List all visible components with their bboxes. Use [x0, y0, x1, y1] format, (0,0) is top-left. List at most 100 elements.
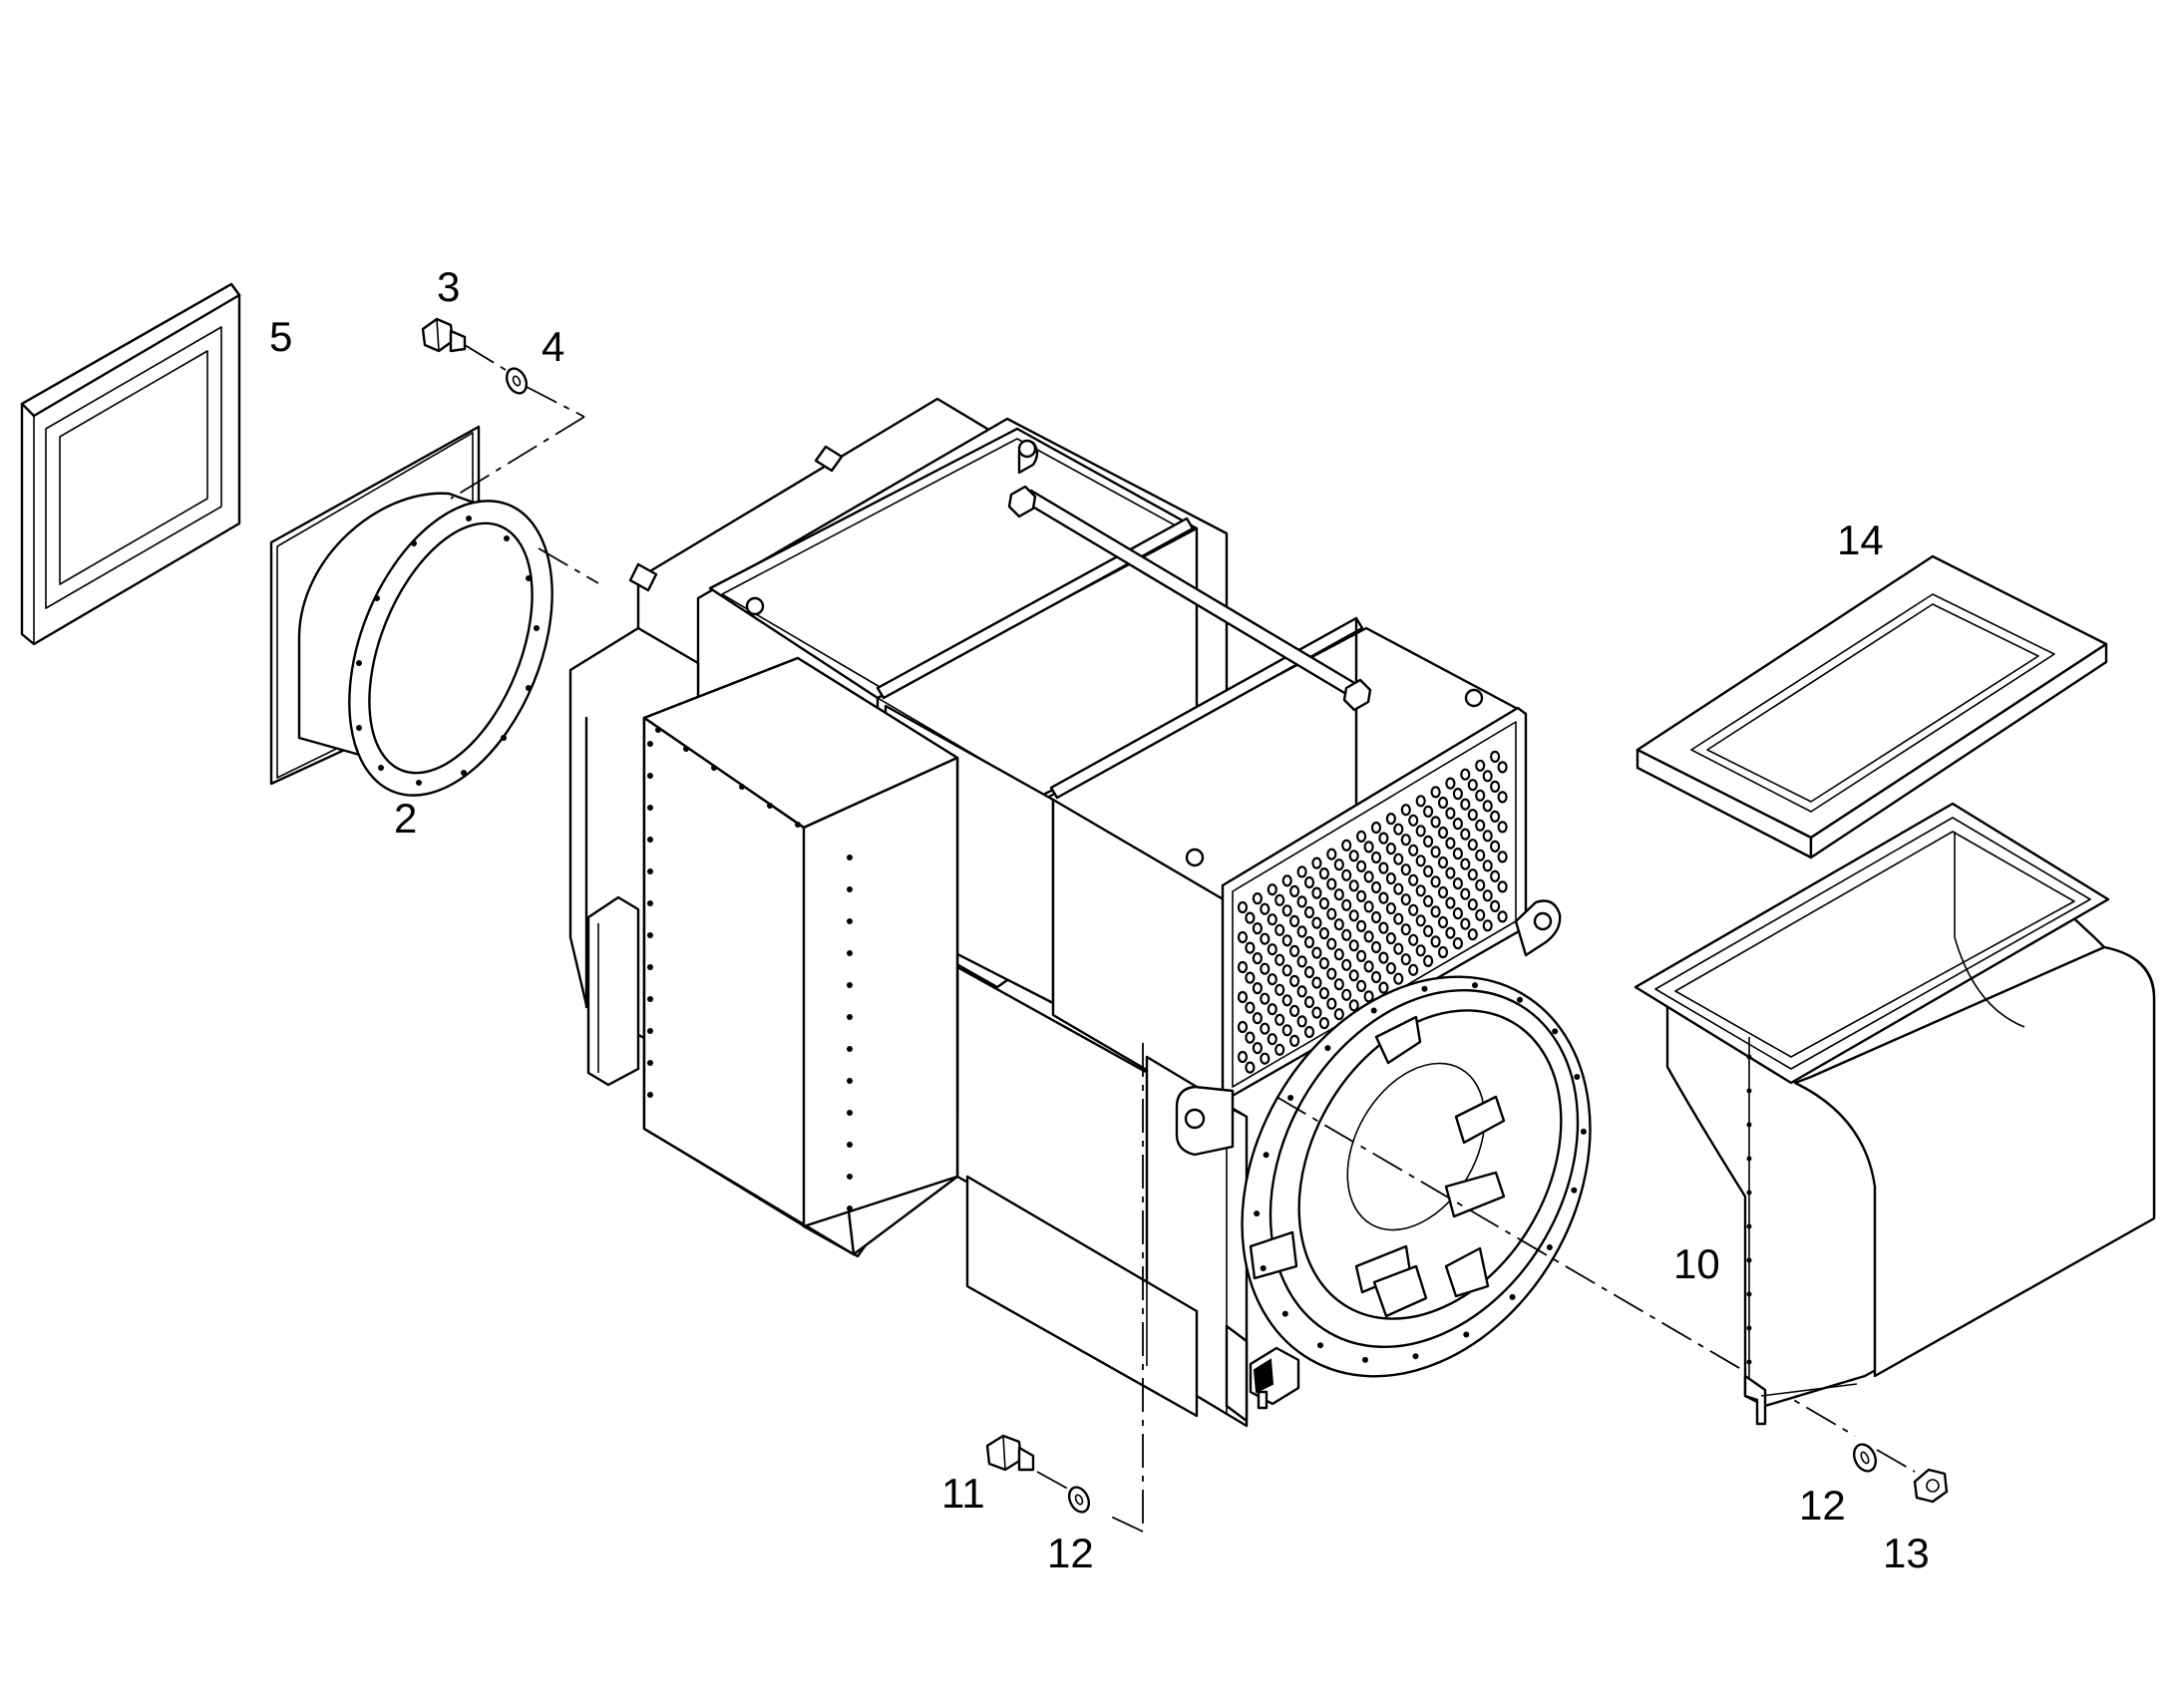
grille-hole [1252, 921, 1264, 935]
grille-hole [1385, 961, 1397, 975]
grille-hole [1237, 990, 1249, 1004]
grille-hole [1311, 856, 1322, 869]
grille-hole [1355, 979, 1367, 993]
grille-hole [1415, 854, 1426, 867]
grille-hole [1378, 832, 1389, 845]
rivet-dot [1746, 1054, 1752, 1060]
grille-hole [1400, 923, 1411, 936]
rivet-dot [739, 784, 745, 790]
grille-hole [1274, 1043, 1285, 1056]
grille-hole [1237, 1050, 1249, 1064]
callout-10: 10 [1673, 1240, 1720, 1287]
grille-hole [1237, 930, 1249, 944]
grille-hole [1467, 839, 1478, 852]
grille-hole [1445, 837, 1456, 850]
rivet-dot [711, 765, 717, 771]
grille-hole [1415, 914, 1426, 927]
grille-hole [1281, 934, 1292, 947]
grille-hole [1475, 908, 1486, 921]
grille-hole [1385, 871, 1397, 885]
grille-hole [1245, 911, 1256, 924]
washer-part-12-right [1852, 1443, 1878, 1473]
rivet-dot [647, 773, 653, 779]
flange-bolt-dot [1580, 1128, 1587, 1135]
grille-hole [1318, 896, 1330, 910]
grille-hole [1400, 804, 1411, 817]
grille-hole [1497, 910, 1508, 923]
grille-hole [1245, 1061, 1256, 1074]
rivet-dot [647, 837, 653, 843]
grille-hole [1303, 965, 1315, 979]
grille-hole [1467, 928, 1478, 941]
grille-hole [1281, 904, 1292, 917]
grille-hole [1400, 834, 1411, 847]
rivet-dot [647, 805, 653, 811]
grille-hole [1303, 1025, 1315, 1039]
ventilation-grille [1221, 706, 1528, 1099]
grille-hole [1355, 859, 1367, 873]
grille-hole [1378, 861, 1389, 874]
grille-hole [1400, 893, 1411, 906]
grille-hole [1311, 1006, 1322, 1019]
grille-hole [1415, 884, 1426, 897]
grille-hole [1296, 985, 1307, 998]
rivet-dot [647, 900, 653, 906]
rivet-dot [1746, 1291, 1752, 1297]
grille-hole [1333, 918, 1344, 931]
grille-hole [1400, 953, 1411, 966]
rivet-dot [847, 886, 853, 892]
grille-hole [1363, 960, 1374, 973]
grille-hole [1341, 928, 1352, 941]
rivet-dot [847, 854, 853, 860]
grille-hole [1252, 981, 1264, 995]
grille-hole [1245, 941, 1256, 954]
callout-13: 13 [1883, 1530, 1930, 1576]
callout-12-left: 12 [1047, 1530, 1094, 1576]
grille-hole [1445, 807, 1456, 820]
grille-hole [1333, 858, 1344, 871]
grille-hole [1378, 981, 1389, 994]
flange-bolt-dot [1571, 1187, 1578, 1194]
grille-hole [1370, 910, 1382, 924]
rivet-dot [847, 1046, 853, 1052]
flange-bolt-dot [1412, 1353, 1419, 1360]
grille-hole [1267, 913, 1277, 926]
filter-frame-part-5 [20, 282, 241, 646]
grille-hole [1363, 990, 1374, 1003]
grille-hole [1348, 999, 1359, 1012]
grille-hole [1445, 777, 1456, 790]
rivet-dot [1746, 1325, 1752, 1331]
outlet-hood-part-10 [1634, 802, 2156, 1426]
grille-hole [1385, 842, 1397, 855]
grille-hole [1288, 1034, 1300, 1048]
rivet-dot [683, 746, 689, 752]
grille-hole [1415, 795, 1426, 808]
grille-hole [1296, 1015, 1307, 1028]
grille-hole [1460, 857, 1471, 870]
grille-hole [1452, 847, 1464, 860]
grille-hole [1355, 919, 1367, 933]
rivet-dot [647, 741, 653, 747]
grille-hole [1274, 923, 1285, 936]
grille-hole [1260, 962, 1271, 975]
flange-bolt-dot [1546, 1244, 1553, 1250]
grille-hole [1415, 944, 1426, 957]
grille-hole [1341, 958, 1352, 971]
grille-hole [1445, 896, 1456, 909]
rivet-dot [847, 1014, 853, 1020]
rivet-dot [1746, 1359, 1752, 1365]
grille-hole [1460, 768, 1471, 781]
grille-hole [1267, 883, 1277, 896]
callout-3: 3 [437, 263, 460, 310]
grille-hole [1482, 800, 1493, 813]
grille-hole [1260, 902, 1271, 915]
grille-hole [1296, 925, 1307, 938]
grille-hole [1430, 786, 1441, 799]
flange-bolt-dot [1317, 1342, 1323, 1349]
grille-hole [1348, 909, 1359, 922]
grille-hole [1445, 926, 1456, 939]
rivet-dot [647, 1028, 653, 1034]
flange-bolt-dot [1260, 1265, 1267, 1271]
grille-hole [1482, 830, 1493, 843]
